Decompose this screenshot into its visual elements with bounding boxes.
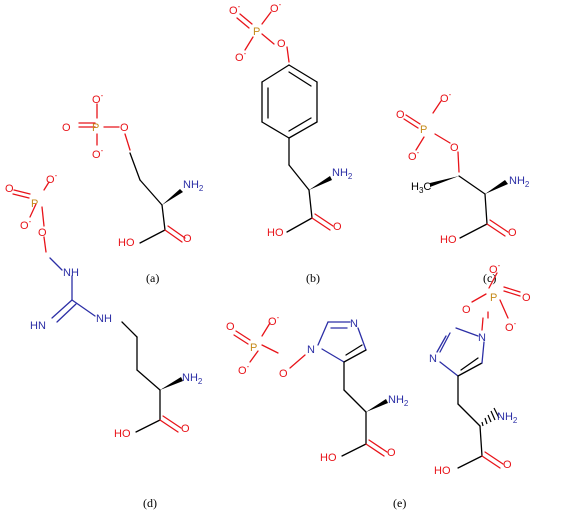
svg-text:O: O: [279, 368, 288, 380]
svg-text:HO: HO: [434, 465, 451, 477]
svg-text:N: N: [478, 332, 486, 344]
svg-text:O: O: [38, 227, 47, 239]
svg-text:HN: HN: [30, 320, 46, 332]
svg-text:O: O: [508, 227, 517, 239]
svg-text:N: N: [350, 318, 358, 330]
svg-text:N: N: [429, 353, 437, 365]
svg-text:O: O: [181, 423, 190, 435]
molecule-e-phosphohistidine-2: O- P O O- O N N NH2 HO O: [429, 261, 531, 477]
svg-text:NH: NH: [96, 313, 112, 325]
caption-d: (d): [143, 496, 157, 510]
svg-text:O-: O-: [440, 90, 452, 105]
svg-text:HO: HO: [114, 428, 131, 440]
svg-text:P: P: [31, 198, 38, 210]
svg-text:O: O: [5, 183, 14, 195]
svg-text:O: O: [333, 221, 342, 233]
svg-text:O-: O-: [92, 91, 104, 106]
svg-text:O-: O-: [489, 261, 501, 276]
svg-text:HO: HO: [440, 234, 457, 246]
atom-o: O: [62, 122, 71, 134]
svg-text:O: O: [183, 233, 192, 245]
svg-text:P: P: [250, 342, 257, 354]
svg-text:NH2: NH2: [509, 175, 530, 189]
caption-b: (b): [306, 271, 320, 285]
svg-text:HO: HO: [118, 237, 135, 249]
svg-text:O-: O-: [505, 319, 517, 334]
molecule-b-phosphotyrosine: O- P O- O- O NH2 HO O (b): [229, 0, 353, 285]
svg-text:O-: O-: [235, 49, 247, 64]
molecule-d-phosphoarginine: O P O- O- O NH HN NH NH2 HO O (d): [5, 171, 203, 510]
svg-text:O: O: [62, 122, 71, 134]
molecule-e-phosphohistidine-1: O P O- O- O N N NH2 HO O (e): [226, 313, 409, 510]
svg-text:O: O: [396, 109, 405, 121]
svg-text:O-: O-: [46, 171, 58, 186]
svg-text:NH2: NH2: [183, 179, 204, 193]
caption-e: (e): [393, 496, 406, 510]
svg-text:O: O: [120, 122, 129, 134]
svg-text:NH2: NH2: [388, 394, 409, 408]
svg-text:O-: O-: [20, 217, 32, 232]
svg-text:H3C: H3C: [411, 181, 431, 195]
svg-text:O-: O-: [238, 362, 250, 377]
molecule-c-phosphothreonine: O P O- O- O H3C NH2 HO O (c): [396, 90, 530, 285]
svg-text:O-: O-: [92, 146, 104, 161]
svg-text:P: P: [253, 26, 260, 38]
svg-text:O: O: [462, 304, 471, 316]
svg-text:O-: O-: [268, 313, 280, 328]
molecule-a-phosphoserine: O P O- O- O NH2 HO O (a): [62, 91, 204, 285]
svg-text:NH2: NH2: [332, 167, 353, 181]
svg-text:NH: NH: [63, 267, 79, 279]
atom-p: P: [92, 122, 99, 134]
svg-text:O: O: [450, 142, 459, 154]
svg-text:P: P: [490, 292, 497, 304]
svg-text:O: O: [226, 321, 235, 333]
svg-text:O: O: [387, 447, 396, 459]
svg-text:O: O: [503, 459, 512, 471]
caption-a: (a): [146, 271, 159, 285]
svg-text:HO: HO: [320, 452, 337, 464]
svg-text:NH2: NH2: [497, 411, 518, 425]
svg-text:O: O: [277, 38, 286, 50]
svg-text:O-: O-: [408, 148, 420, 163]
svg-text:O-: O-: [270, 0, 282, 15]
svg-text:N: N: [307, 344, 315, 356]
svg-text:O-: O-: [229, 2, 241, 17]
svg-text:O: O: [522, 292, 531, 304]
svg-text:HO: HO: [267, 227, 284, 239]
svg-text:P: P: [420, 124, 427, 136]
svg-text:NH2: NH2: [182, 372, 203, 386]
